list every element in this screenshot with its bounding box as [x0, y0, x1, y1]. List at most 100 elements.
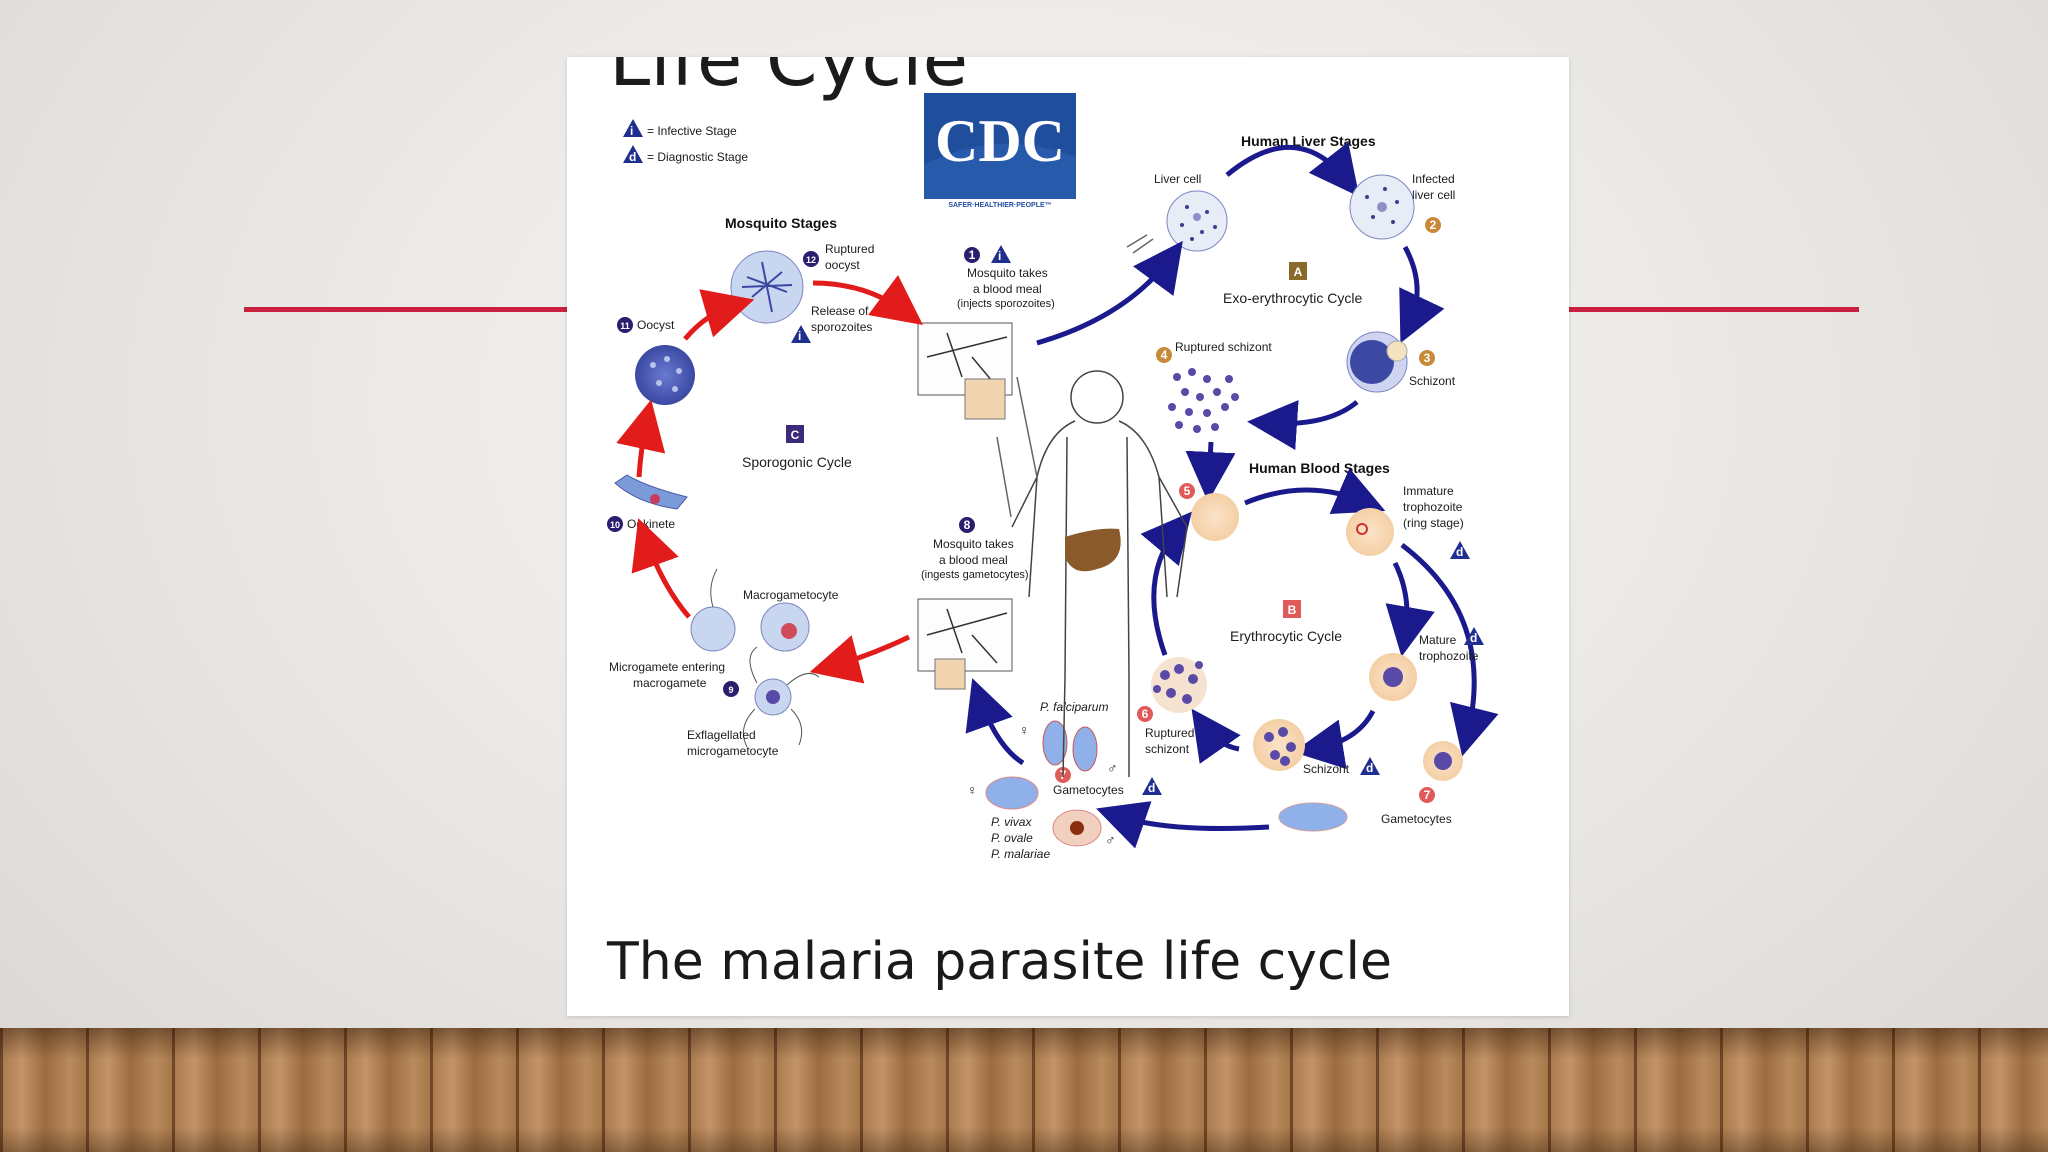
svg-text:Immature: Immature — [1403, 484, 1454, 498]
mosquito-blood-meal-8: 8 Mosquito takes a blood meal (ingests g… — [809, 517, 1029, 690]
svg-text:Liver cell: Liver cell — [1154, 172, 1201, 186]
svg-text:a blood meal: a blood meal — [939, 553, 1008, 567]
svg-text:Gametocytes: Gametocytes — [1053, 783, 1124, 797]
slide-title: Life Cycle — [609, 57, 969, 103]
accent-line-left — [244, 307, 568, 312]
malaria-life-cycle-diagram: i = Infective Stage d = Diagnostic Stage… — [607, 93, 1499, 861]
gametocytes: P. falciparum ♀ ♂ 7 Gametocytes d ♀ ♂ P.… — [965, 678, 1162, 861]
infective-stage-icon: i — [791, 325, 811, 343]
infective-stage-icon: i — [623, 119, 643, 138]
svg-text:P. vivax: P. vivax — [991, 815, 1032, 829]
svg-text:♂: ♂ — [1105, 832, 1116, 848]
diagnostic-stage-icon: d — [623, 145, 643, 164]
svg-text:4: 4 — [1161, 348, 1168, 362]
svg-text:oocyst: oocyst — [825, 258, 860, 272]
svg-text:Gametocytes: Gametocytes — [1381, 812, 1452, 826]
image-caption: The malaria parasite life cycle — [607, 932, 1392, 992]
svg-text:a blood meal: a blood meal — [973, 282, 1042, 296]
svg-text:macrogamete: macrogamete — [633, 676, 707, 690]
svg-text:Ruptured: Ruptured — [1145, 726, 1194, 740]
svg-text:(injects sporozoites): (injects sporozoites) — [957, 298, 1055, 310]
svg-text:i: i — [798, 329, 801, 343]
liver-stages: Liver cell Infected liver cell 2 A Exo-e… — [1126, 141, 1456, 502]
mosquito-stages: 12 Ruptured oocyst Release of sporozoite… — [607, 242, 924, 758]
svg-text:Ruptured: Ruptured — [825, 242, 874, 256]
human-liver-stages-header: Human Liver Stages — [1241, 133, 1376, 149]
svg-text:8: 8 — [964, 518, 971, 532]
svg-text:B: B — [1288, 603, 1297, 617]
svg-text:♀: ♀ — [1019, 722, 1030, 738]
accent-line-right — [1569, 307, 1859, 312]
svg-text:P. falciparum: P. falciparum — [1040, 700, 1108, 714]
svg-text:1: 1 — [969, 248, 976, 262]
svg-text:Macrogametocyte: Macrogametocyte — [743, 588, 839, 602]
svg-text:sporozoites: sporozoites — [811, 320, 872, 334]
erythrocytic-cycle-label: Erythrocytic Cycle — [1230, 628, 1342, 644]
svg-text:CDC: CDC — [935, 108, 1065, 174]
svg-text:(ring stage): (ring stage) — [1403, 516, 1464, 530]
svg-text:Schizont: Schizont — [1303, 762, 1350, 776]
wood-floor-background — [0, 1028, 2048, 1152]
svg-text:P. malariae: P. malariae — [991, 847, 1050, 861]
svg-text:i: i — [998, 249, 1001, 263]
svg-text:Ookinete: Ookinete — [627, 517, 675, 531]
svg-text:♂: ♂ — [1107, 760, 1118, 776]
cycle-c-badge — [786, 425, 804, 443]
svg-text:9: 9 — [728, 685, 733, 695]
svg-text:Ruptured schizont: Ruptured schizont — [1175, 340, 1272, 354]
svg-text:7: 7 — [1424, 788, 1431, 802]
svg-text:i: i — [630, 124, 633, 138]
cycle-a-badge — [1289, 262, 1307, 280]
svg-text:d: d — [1366, 761, 1373, 775]
image-card: Life Cycle i = Infective Sta — [567, 57, 1569, 1016]
legend-diagnostic-label: = Diagnostic Stage — [647, 150, 748, 164]
svg-text:d: d — [1470, 631, 1477, 645]
svg-text:3: 3 — [1424, 351, 1431, 365]
svg-text:11: 11 — [620, 321, 630, 331]
svg-text:Mosquito takes: Mosquito takes — [933, 537, 1014, 551]
svg-text:Mosquito takes: Mosquito takes — [967, 266, 1048, 280]
svg-text:P. ovale: P. ovale — [991, 831, 1033, 845]
svg-text:A: A — [1294, 265, 1303, 279]
svg-text:trophozoite: trophozoite — [1403, 500, 1463, 514]
svg-text:6: 6 — [1142, 707, 1149, 721]
svg-text:Release of: Release of — [811, 304, 869, 318]
liver-illustration — [1065, 528, 1121, 572]
svg-text:schizont: schizont — [1145, 742, 1190, 756]
svg-text:Oocyst: Oocyst — [637, 318, 675, 332]
svg-text:d: d — [1148, 781, 1155, 795]
svg-text:C: C — [791, 428, 800, 442]
cycle-b-badge — [1283, 600, 1301, 618]
svg-text:Schizont: Schizont — [1409, 374, 1456, 388]
diagnostic-stage-icon: d — [1360, 757, 1380, 775]
svg-text:Infected: Infected — [1412, 172, 1455, 186]
exo-erythrocytic-cycle-label: Exo-erythrocytic Cycle — [1223, 290, 1362, 306]
svg-text:SAFER·HEALTHIER·PEOPLE™: SAFER·HEALTHIER·PEOPLE™ — [948, 202, 1051, 209]
svg-text:d: d — [1456, 545, 1463, 559]
legend: i = Infective Stage d = Diagnostic Stage — [623, 119, 748, 164]
mosquito-blood-meal-1: 1 i Mosquito takes a blood meal (injects… — [917, 240, 1183, 420]
svg-text:10: 10 — [610, 520, 620, 530]
svg-text:Mature: Mature — [1419, 633, 1457, 647]
diagnostic-stage-icon: d — [1464, 627, 1484, 645]
svg-text:5: 5 — [1184, 484, 1191, 498]
svg-text:12: 12 — [806, 255, 816, 265]
diagnostic-stage-icon: d — [1142, 777, 1162, 795]
svg-text:microgametocyte: microgametocyte — [687, 744, 779, 758]
svg-text:Microgamete entering: Microgamete entering — [609, 660, 725, 674]
blood-stages: 5 Immature trophozoite (ring stage) d Ma… — [1096, 468, 1499, 849]
svg-text:2: 2 — [1430, 218, 1437, 232]
svg-text:(ingests gametocytes): (ingests gametocytes) — [921, 569, 1029, 581]
cdc-logo: CDC SAFER·HEALTHIER·PEOPLE™ — [924, 93, 1076, 209]
svg-text:trophozoite: trophozoite — [1419, 649, 1479, 663]
svg-text:Exflagellated: Exflagellated — [687, 728, 756, 742]
svg-text:liver cell: liver cell — [1412, 188, 1455, 202]
sporogonic-cycle-label: Sporogonic Cycle — [742, 454, 852, 470]
legend-infective-label: = Infective Stage — [647, 124, 737, 138]
mosquito-stages-header: Mosquito Stages — [725, 215, 837, 231]
svg-text:♀: ♀ — [967, 782, 978, 798]
diagnostic-stage-icon: d — [1450, 541, 1470, 559]
svg-text:d: d — [629, 150, 636, 164]
infective-stage-icon: i — [991, 245, 1011, 263]
human-blood-stages-header: Human Blood Stages — [1249, 460, 1390, 476]
